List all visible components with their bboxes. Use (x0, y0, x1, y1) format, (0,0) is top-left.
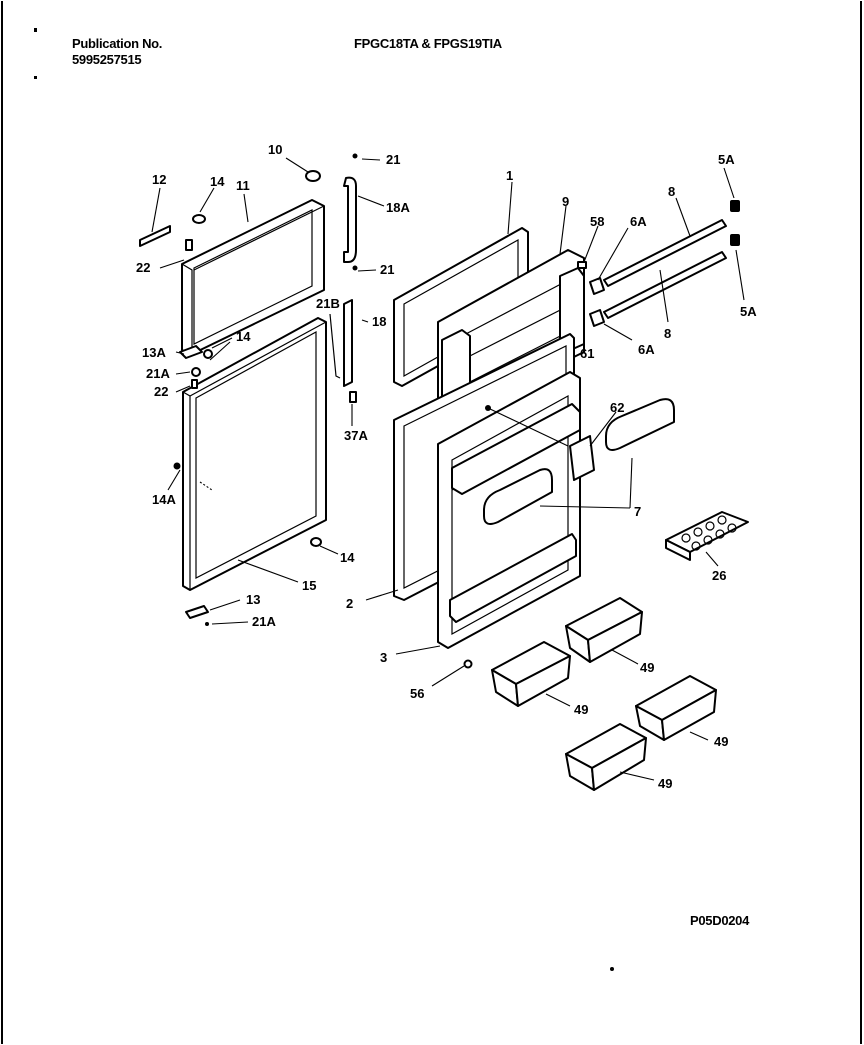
clip-58 (577, 261, 587, 269)
callout-14-top: 14 (210, 174, 225, 189)
screw-21a-bottom (205, 622, 209, 626)
callout-21-mid: 21 (380, 262, 394, 277)
callout-18a: 18A (386, 200, 410, 215)
callout-5a-bottom: 5A (740, 304, 757, 319)
fresh-food-door (182, 317, 327, 591)
callout-2: 2 (346, 596, 353, 611)
screw-37a (349, 391, 357, 403)
egg-tray-26 (665, 511, 749, 561)
screw-21-top (352, 153, 358, 159)
leader-lines (151, 157, 745, 781)
dairy-door-7-center (483, 468, 553, 525)
publication-number: 5995257515 (72, 52, 142, 67)
callout-49-c: 49 (714, 734, 728, 749)
bracket-62 (569, 435, 595, 481)
callout-37a: 37A (344, 428, 368, 443)
callout-14a: 14A (152, 492, 176, 507)
callout-12: 12 (152, 172, 166, 187)
callout-18: 18 (372, 314, 386, 329)
screw-21-mid (352, 265, 358, 271)
callout-26: 26 (712, 568, 726, 583)
callout-56: 56 (410, 686, 424, 701)
freezer-door (181, 199, 325, 355)
callout-21a-bottom: 21A (252, 614, 276, 629)
door-bin-49-a (565, 597, 643, 663)
screw-22 (185, 239, 193, 251)
callout-1: 1 (506, 168, 513, 183)
callout-15: 15 (302, 578, 316, 593)
dairy-door-7-right (605, 398, 675, 451)
hinge-13 (185, 605, 209, 619)
end-cap-5a-top (730, 200, 740, 212)
print-mark (34, 76, 37, 79)
callout-61: 61 (580, 346, 594, 361)
support-6a-bottom (589, 309, 605, 327)
callout-13: 13 (246, 592, 260, 607)
callout-14-mid: 14 (236, 329, 251, 344)
callout-5a-top: 5A (718, 152, 735, 167)
plug-14-bottom (310, 537, 322, 547)
callout-58: 58 (590, 214, 604, 229)
plug-14a (173, 462, 181, 470)
plug-14 (192, 214, 206, 224)
callout-6a-bottom: 6A (638, 342, 655, 357)
print-mark (610, 967, 614, 971)
hinge-13a (179, 345, 203, 359)
callout-8-top: 8 (668, 184, 675, 199)
plug-14-mid (203, 349, 213, 359)
publication-label: Publication No. (72, 36, 163, 51)
callout-6a-top: 6A (630, 214, 647, 229)
callout-21-top: 21 (386, 152, 400, 167)
rail-8-top (603, 219, 727, 287)
callout-13a: 13A (142, 345, 166, 360)
print-mark (34, 28, 37, 32)
callout-7: 7 (634, 504, 641, 519)
cap-10 (305, 170, 321, 182)
callout-62: 62 (610, 400, 624, 415)
callout-9: 9 (562, 194, 569, 209)
screw-22-mid (191, 379, 198, 389)
callout-14-bottom: 14 (340, 550, 355, 565)
model-numbers: FPGC18TA & FPGS19TIA (354, 36, 502, 51)
callout-10: 10 (268, 142, 282, 157)
callout-3: 3 (380, 650, 387, 665)
handle-18a (343, 176, 357, 263)
callout-22-mid: 22 (154, 384, 168, 399)
end-cap-5a-bottom (730, 234, 740, 246)
callout-49-a: 49 (640, 660, 654, 675)
callout-49-b: 49 (574, 702, 588, 717)
callout-21b: 21B (316, 296, 340, 311)
callout-22-top: 22 (136, 260, 150, 275)
callout-8-bottom: 8 (664, 326, 671, 341)
door-bin-49-b (491, 641, 571, 707)
door-bin-49-c (635, 675, 717, 741)
drawing-code: P05D0204 (690, 913, 750, 928)
callout-labels: 10 12 14 11 22 21 18A 21 21B 18 37A 13A … (136, 142, 757, 791)
rail-8-bottom (603, 251, 727, 319)
support-6a-top (589, 277, 605, 295)
spacer-21b (329, 313, 341, 379)
handle-18 (343, 299, 353, 387)
screw-21a (191, 367, 201, 377)
door-bin-49-d (565, 723, 647, 791)
screw-56 (463, 659, 473, 669)
callout-49-d: 49 (658, 776, 672, 791)
callout-11: 11 (236, 178, 250, 193)
trim-strip-12 (139, 225, 171, 247)
callout-21a-mid: 21A (146, 366, 170, 381)
